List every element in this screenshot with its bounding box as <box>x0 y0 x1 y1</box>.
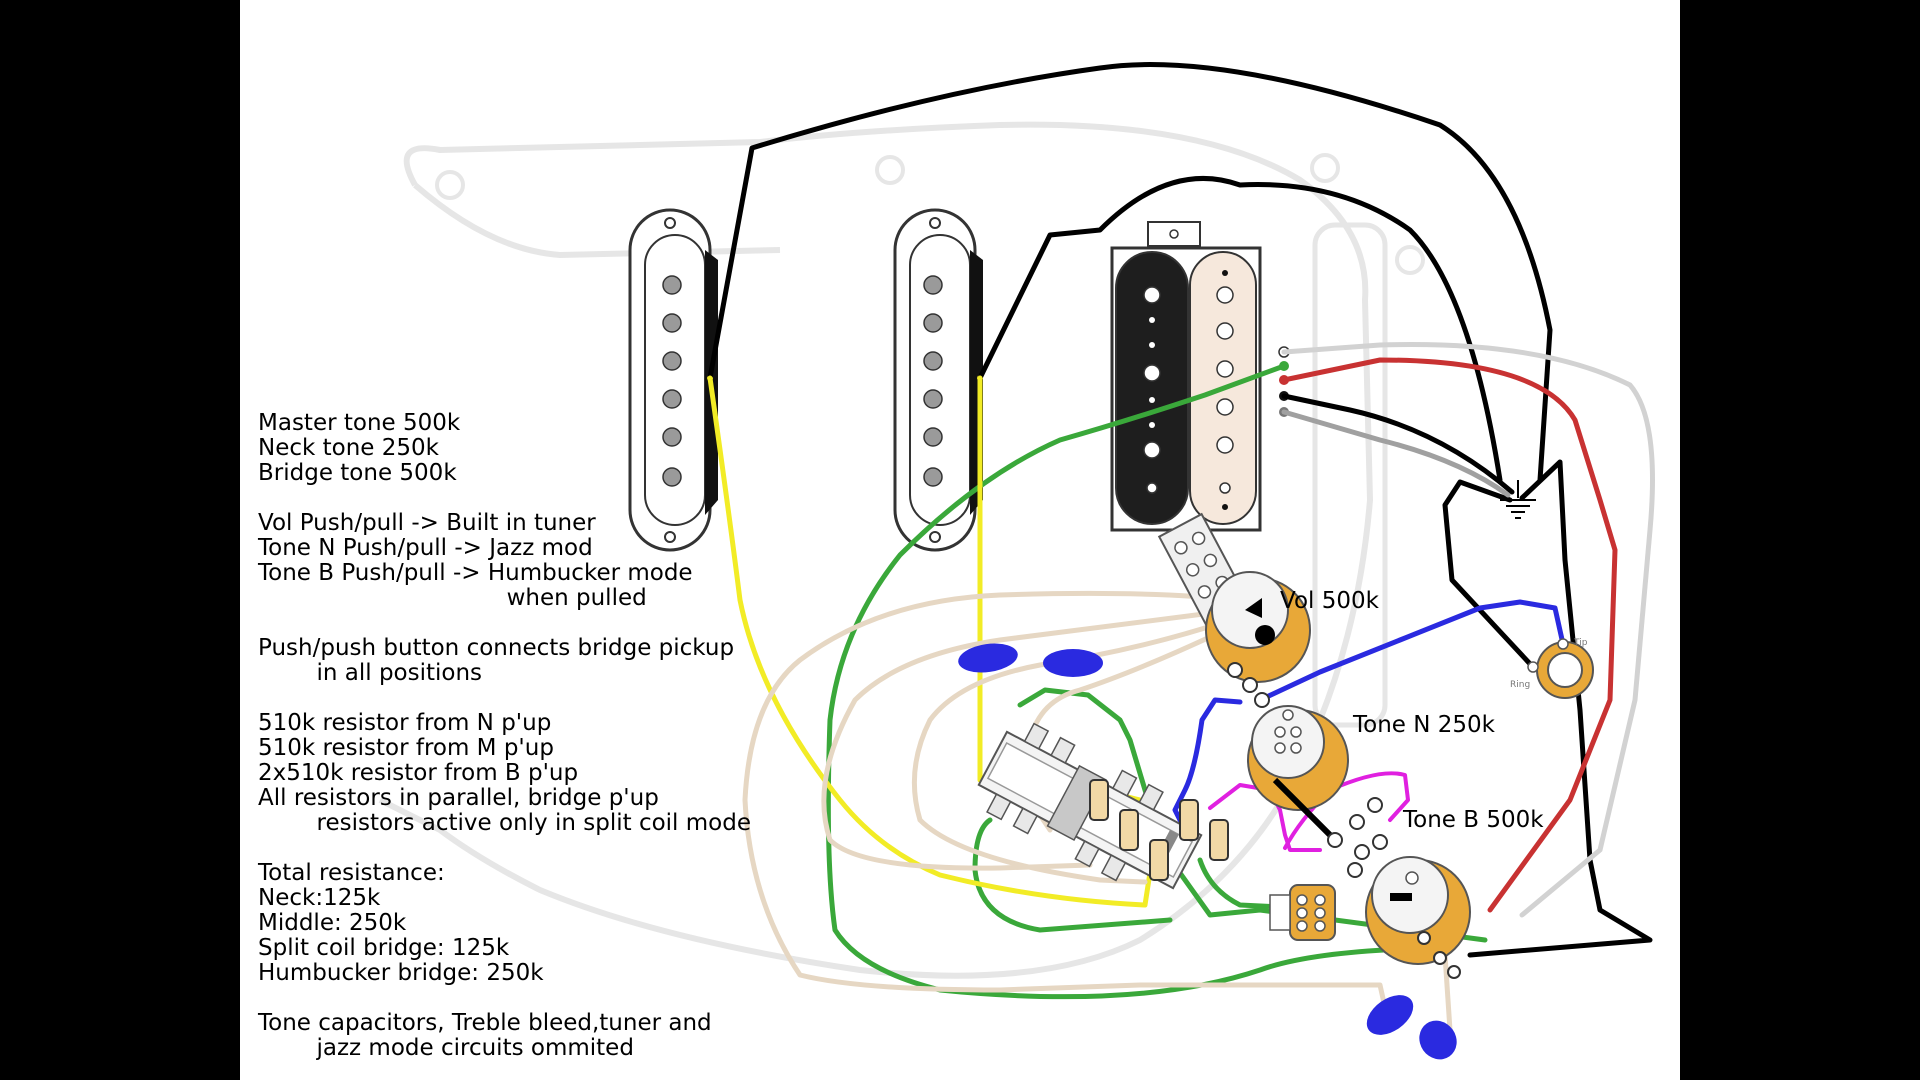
note-line: Bridge tone 500k <box>258 460 457 486</box>
wire-yellow-pickups <box>707 375 1158 908</box>
wire-red-humbucker <box>1281 357 1618 913</box>
output-jack-icon <box>1527 638 1594 699</box>
wire-green-switch-inner <box>972 817 1173 933</box>
tone-n-pot <box>1247 705 1383 848</box>
push-push-button <box>1269 884 1336 941</box>
jack-tip-label: Tip <box>1574 638 1588 648</box>
note-line <box>258 686 818 711</box>
wire-blue-vol-jack <box>1257 599 1566 703</box>
note-line <box>258 836 818 861</box>
note-line: jazz mode circuits ommited <box>258 1035 634 1061</box>
neck-pickup <box>628 208 718 552</box>
note-line: Tone B Push/pull -> Humbucker mode <box>258 560 693 586</box>
note-line: resistors active only in split coil mode <box>258 810 751 836</box>
jack-ring-label: Ring <box>1510 680 1531 690</box>
pickguard-bridge-area-outline <box>1312 222 1388 728</box>
note-line <box>258 986 818 1011</box>
wire-tan-vol <box>742 590 1393 1033</box>
vol-pot-label: Vol 500k <box>1280 588 1379 614</box>
note-line: when pulled <box>258 585 647 611</box>
note-line: Split coil bridge: 125k <box>258 935 510 961</box>
note-line: All resistors in parallel, bridge p'up <box>258 785 659 811</box>
note-line <box>258 486 818 511</box>
bridge-humbucker-pickup <box>1110 221 1262 532</box>
middle-pickup <box>893 208 983 552</box>
note-line: Humbucker bridge: 250k <box>258 960 544 986</box>
notes-text-block: Master tone 500k Neck tone 250k Bridge t… <box>258 411 818 1061</box>
switch-lugs <box>1089 779 1229 881</box>
note-line: 2x510k resistor from B p'up <box>258 760 579 786</box>
note-line: Vol Push/pull -> Built in tuner <box>258 510 596 536</box>
note-line <box>258 611 818 636</box>
wire-tan-vol-3 <box>911 617 1233 885</box>
note-line: 510k resistor from M p'up <box>258 735 554 761</box>
note-line: in all positions <box>258 660 483 686</box>
wiring-diagram-canvas: Master tone 500k Neck tone 250k Bridge t… <box>240 0 1680 1080</box>
pickguard-outline <box>378 121 1374 979</box>
note-line: Push/push button connects bridge pickup <box>258 635 735 661</box>
wire-black-middle-ground <box>977 176 1503 483</box>
wire-grey-humbucker <box>1281 409 1511 498</box>
wire-black-humbucker-ground <box>1281 393 1515 495</box>
wire-black-neck-ground <box>707 62 1553 483</box>
note-line: Tone N Push/pull -> Jazz mod <box>258 535 593 561</box>
note-line: Middle: 250k <box>258 910 407 936</box>
wire-blue-switch <box>1172 697 1243 823</box>
note-line: Neck:125k <box>258 885 381 911</box>
note-line: Tone capacitors, Treble bleed,tuner and <box>258 1010 712 1036</box>
pickguard-screw-holes <box>435 153 1425 275</box>
tone-b-pot <box>1347 834 1471 979</box>
note-line: Master tone 500k <box>258 410 461 436</box>
note-line: 510k resistor from N p'up <box>258 710 552 736</box>
tone-n-pot-label: Tone N 250k <box>1353 712 1495 738</box>
wire-black-ground-jack <box>1442 479 1535 669</box>
note-line: Total resistance: <box>258 860 445 886</box>
wire-black-ground-tone-b <box>1467 459 1653 958</box>
note-line: Neck tone 250k <box>258 435 439 461</box>
highlight-marks <box>958 643 1457 1060</box>
wire-tan-vol-2 <box>821 607 1238 871</box>
wire-green-switch-button <box>1197 857 1303 911</box>
volume-pot <box>1157 512 1311 708</box>
wiring-diagram <box>378 62 1655 1060</box>
tone-b-pot-label: Tone B 500k <box>1403 807 1544 833</box>
wire-light-grey-humbucker <box>1281 342 1655 918</box>
wire-tan-tone-b <box>1442 952 1453 1033</box>
wire-green-humbucker-switch <box>825 363 1443 1000</box>
wire-magenta-tone <box>1208 783 1322 852</box>
